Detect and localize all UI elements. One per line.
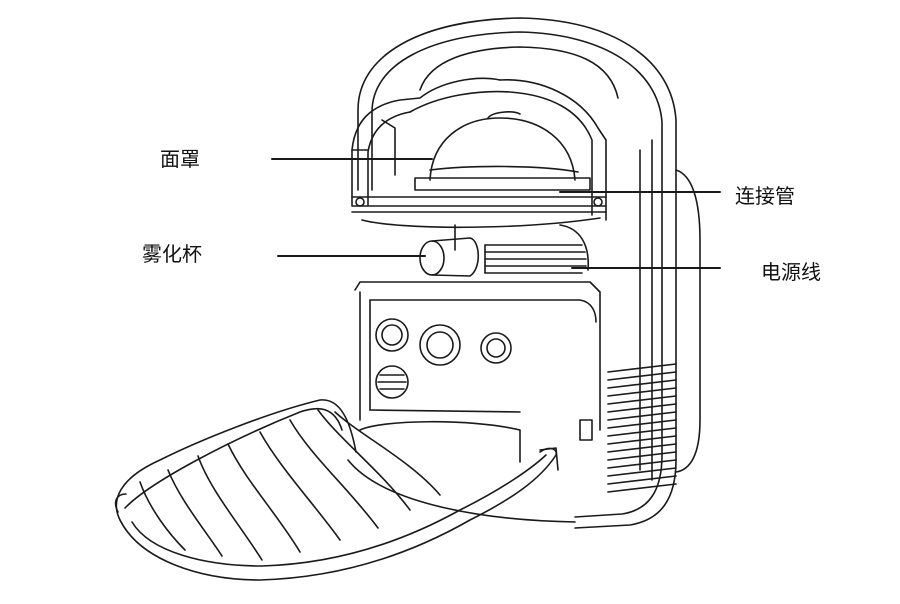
- open-lid-tray: [114, 399, 558, 581]
- device-casing: [357, 17, 701, 529]
- label-nebulizer-cup: 雾化杯: [142, 242, 202, 266]
- label-mask: 面罩: [160, 147, 200, 171]
- label-power-cord: 电源线: [761, 260, 821, 284]
- control-box: [354, 281, 601, 441]
- mask-shape: [414, 111, 591, 191]
- side-vent: [607, 363, 677, 493]
- tube-shelf: [351, 196, 607, 229]
- label-connection-tube: 连接管: [735, 184, 795, 208]
- leader-lines: [271, 158, 721, 269]
- cup-and-cord: [419, 224, 590, 277]
- device-base: [347, 420, 576, 523]
- compartment-frame: [351, 77, 607, 221]
